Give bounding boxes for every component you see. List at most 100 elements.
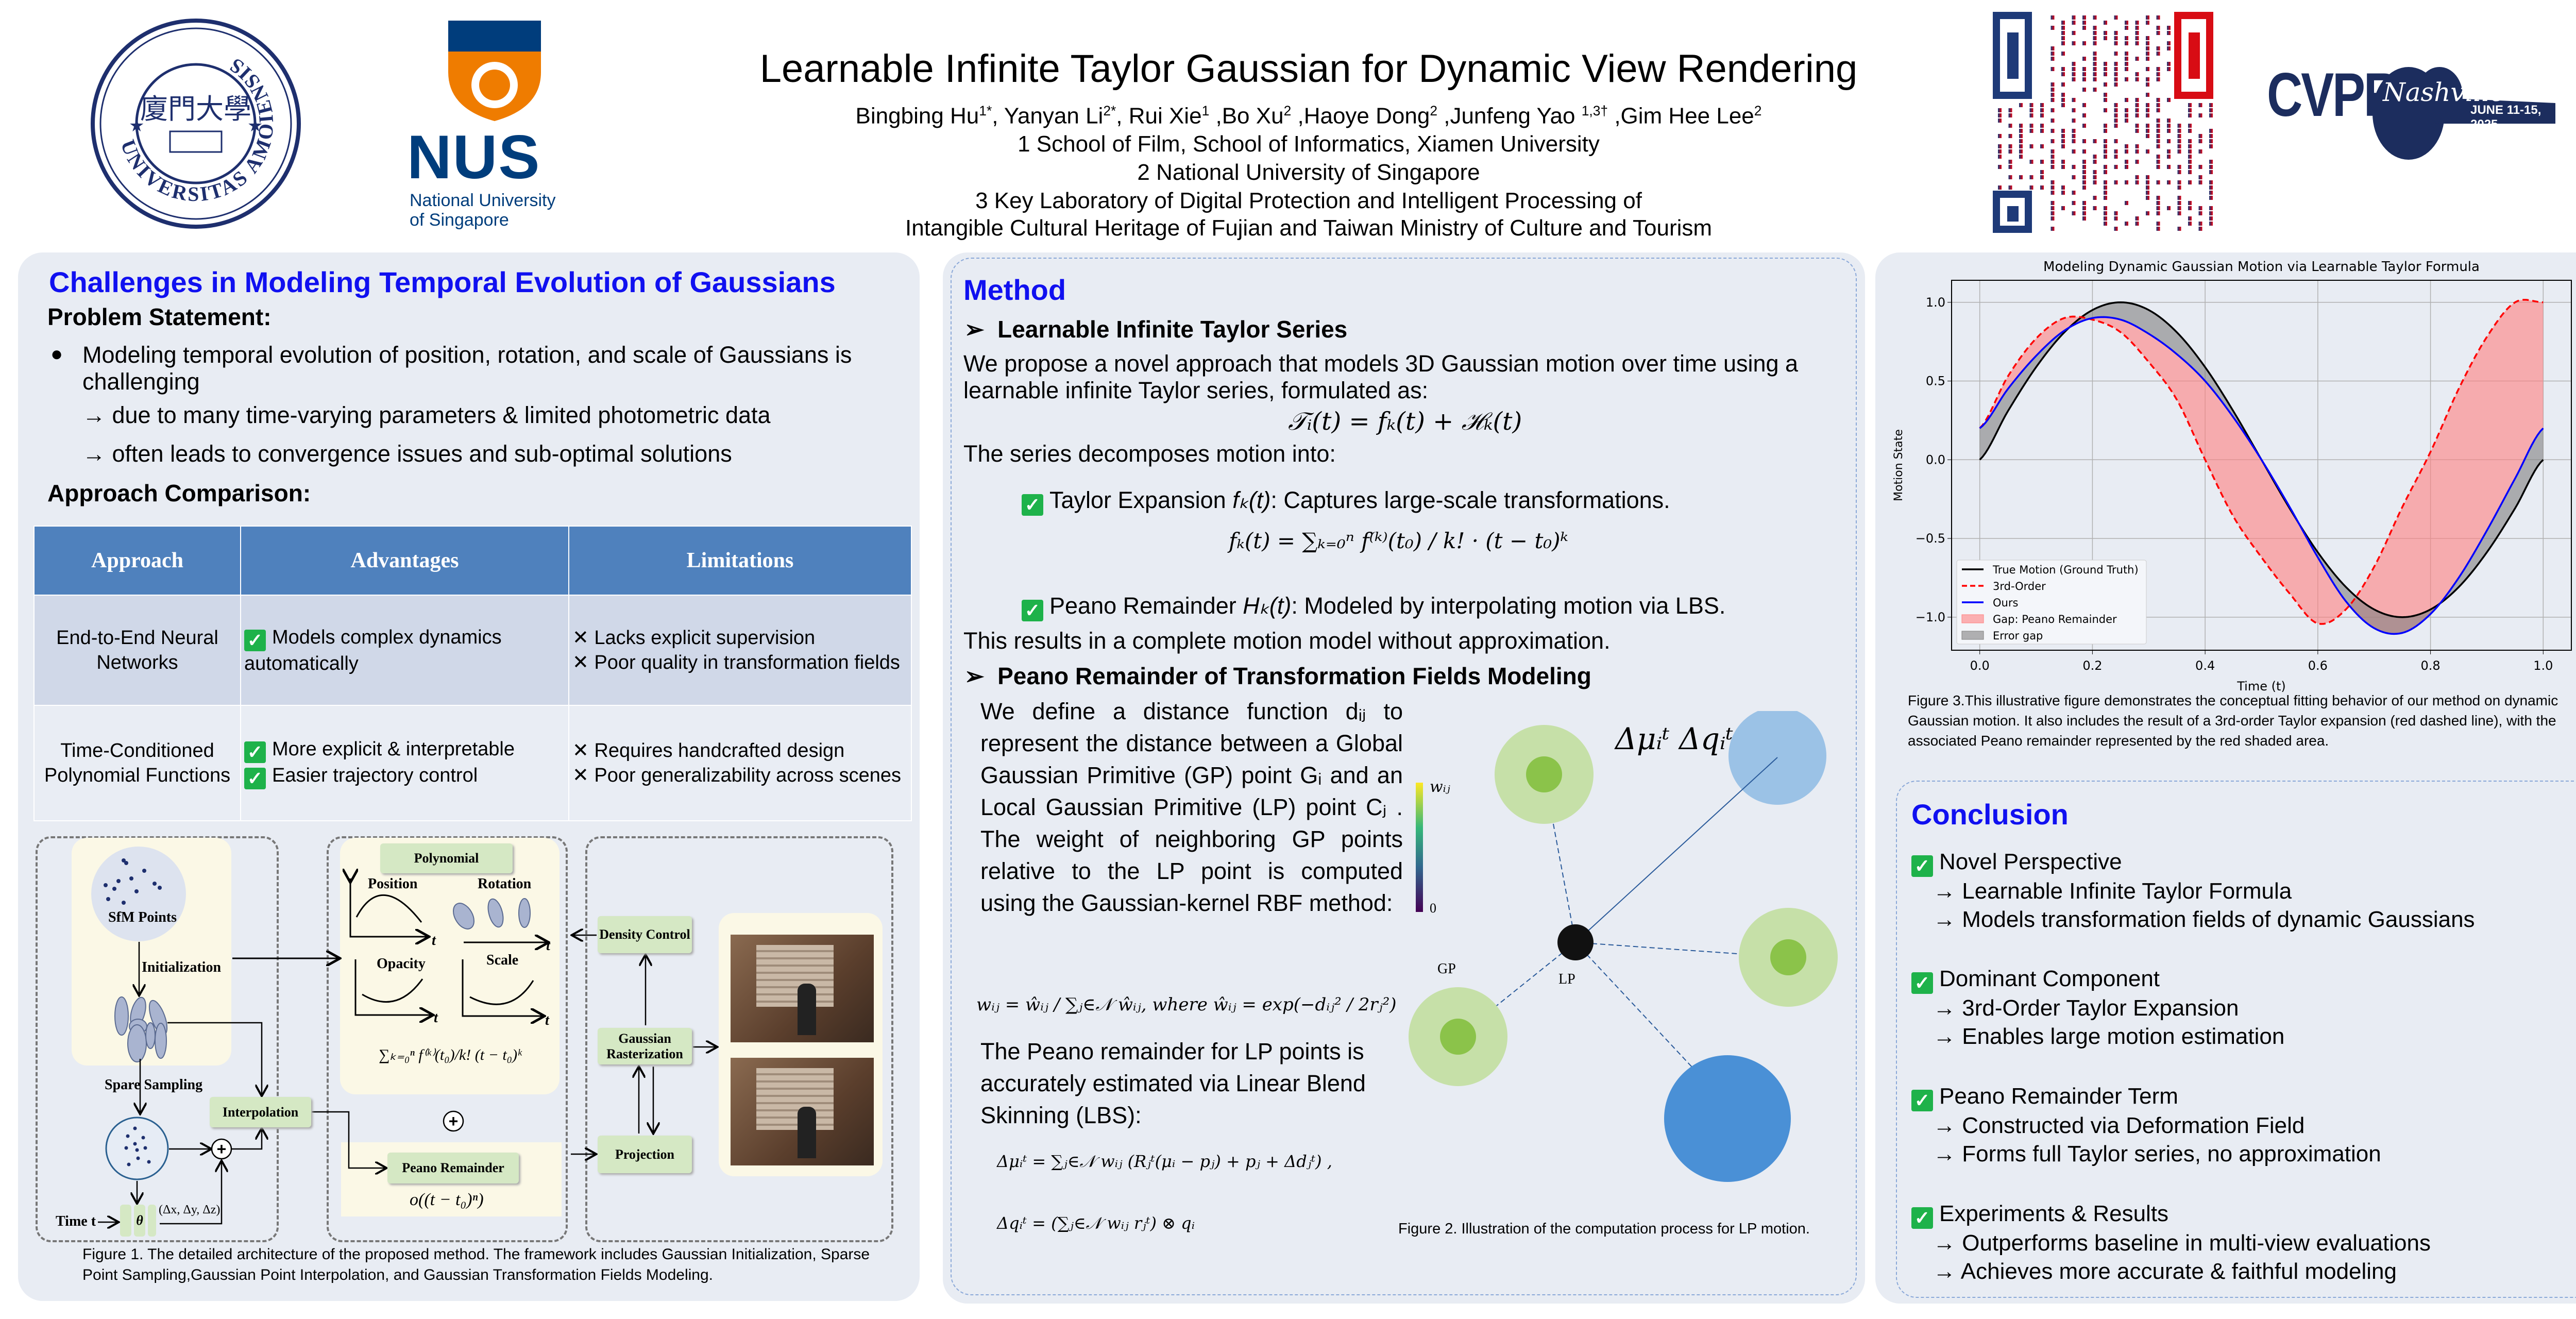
limitations-cell: ✕ Requires handcrafted design✕ Poor gene… [568,705,912,821]
author-affiliation-mark: 2 [1283,103,1292,119]
spare-sampling-label: Spare Sampling [105,1077,203,1093]
subsection-1-title: Learnable Infinite Taylor Series [997,316,1348,343]
item-text: Peano Remainder [1049,593,1243,619]
arrowhead-bullet-icon: ➢ [964,316,998,343]
affiliation-3b: Intangible Cultural Heritage of Fujian a… [905,215,1713,241]
poster-title: Learnable Infinite Taylor Gaussian for D… [759,47,1858,91]
conclusion-title-text: Experiments & Results [1939,1201,2169,1226]
header-approach: Approach [33,526,241,596]
conclusion-title-text: Dominant Component [1939,966,2160,991]
xiamen-university-logo: UNIVERSITAS AMOIENSIS 廈門大學 ★★ [91,19,301,229]
ours-line [1979,316,2544,635]
rendered-frame-image [731,1058,874,1165]
nus-shield-logo [443,15,546,124]
taylor-expansion-equation: fₖ(t) = ∑ₖ₌₀ⁿ f⁽ᵏ⁾(t₀) / k! · (t − t₀)ᵏ [1229,528,1568,553]
advantage-item: ✓Easier trajectory control [244,763,565,789]
check-icon: ✓ [1911,1207,1933,1229]
author-name: ,Haoye Dong [1291,103,1430,129]
limitation-item: ✕ Lacks explicit supervision [572,625,908,650]
figure-2-caption: Figure 2. Illustration of the computatio… [1398,1221,1810,1237]
lbs-rotation-equation: Δqᵢᵗ = (∑ⱼ∈𝒩 wᵢⱼ rⱼᵗ) ⊗ qᵢ [997,1213,1195,1233]
qr-code[interactable] [1989,8,2215,234]
x-tick-label: 0.8 [2421,658,2441,673]
svg-text:★: ★ [129,116,144,136]
cross-icon: ✕ [572,765,595,786]
gp-label: GP [1437,961,1456,977]
conclusion-point: → Learnable Infinite Taylor Formula [1933,878,2292,904]
chart-legend: True Motion (Ground Truth)3rd-OrderOursG… [1956,560,2147,645]
problem-arrow-1: → due to many time-varying parameters & … [82,402,771,428]
author-name: ,Junfeng Yao [1437,103,1582,129]
polynomial-bg [340,838,560,1094]
limitation-item: ✕ Requires handcrafted design [572,738,908,763]
peano-remainder-box: Peano Remainder [387,1153,519,1183]
limitation-item: ✕ Poor generalizability across scenes [572,763,908,788]
limitation-text: Lacks explicit supervision [594,627,816,649]
transform-stage-box [327,836,568,1242]
gp-point-inner [1770,939,1806,975]
t-axis-label: t [546,938,550,954]
y-tick-label: 0.5 [1926,374,1945,388]
check-icon: ✓ [244,741,266,763]
author-name: , Yanyan Li [992,103,1104,129]
conclusion-group: ✓Experiments & Results→ Outperforms base… [1911,1199,2431,1286]
conclusion-title-text: Novel Perspective [1939,849,2122,874]
method-heading: Method [963,274,1066,306]
conclusion-item-title: ✓ Novel Perspective [1911,848,2475,877]
conclusion-point: → 3rd-Order Taylor Expansion [1933,995,2239,1021]
complete-model-text: This results in a complete motion model … [963,628,1611,654]
author-affiliation-mark: 2 [1754,103,1762,119]
peano-remainder-fill [1979,299,2544,634]
deformed-gaussian [1664,1055,1791,1182]
interpolation-box: Interpolation [210,1097,311,1127]
cvpr-nashville: Nashville [2383,77,2505,107]
peano-formula: o((t − t₀)ⁿ) [410,1190,484,1209]
time-label: Time t [56,1213,96,1229]
check-icon: ✓ [1911,1090,1933,1111]
colorbar-top-label: wᵢⱼ [1430,778,1450,796]
check-icon: ✓ [244,629,266,651]
distance-function-text: We define a distance function dᵢⱼ to rep… [980,698,1403,916]
check-icon: ✓ [1911,855,1933,877]
t-axis-label: t [434,1010,438,1026]
approach-cell: Time-Conditioned Polynomial Functions [33,705,241,821]
taylor-equation: 𝒯ᵢ(t) = fₖ(t) + ℋₖ(t) [1288,407,1522,436]
chart-title: Modeling Dynamic Gaussian Motion via Lea… [2043,259,2480,275]
conclusion-group: ✓ Novel Perspective → Learnable Infinite T… [1911,848,2475,934]
cvpr-logo: CVPR Nashville JUNE 11-15, 2025 [2267,46,2555,160]
cross-icon: ✕ [572,652,595,673]
polynomial-box: Polynomial [380,843,513,873]
plot-frame [1951,280,2572,651]
problem-bullet: Modeling temporal evolution of position,… [82,342,852,395]
author-affiliation-mark: 1 [1201,103,1210,119]
subsection-2: ➢ Peano Remainder of Transformation Fiel… [964,662,1591,690]
author-name: ,Bo Xu [1209,103,1284,129]
subsection-2-title: Peano Remainder of Transformation Fields… [997,663,1591,689]
item-text: Taylor Expansion [1049,487,1233,513]
item-symbol: fₖ(t) [1232,487,1271,513]
nus-name-line2: of Singapore [410,210,509,230]
cross-icon: ✕ [572,627,595,649]
y-axis-label: Motion State [1892,429,1905,501]
lbs-text: The Peano remainder for LP points is acc… [980,1038,1366,1128]
advantage-text: Easier trajectory control [272,765,478,786]
render-stage-box [585,836,893,1242]
conclusion-point: → Models transformation fields of dynami… [1933,907,2475,932]
svg-text:★: ★ [247,116,263,136]
x-tick-label: 0.6 [2308,658,2328,673]
gp-point-inner [1440,1019,1476,1055]
conclusion-point: → Forms full Taylor series, no approxima… [1933,1141,2381,1166]
init-stage-box [36,836,279,1242]
theta-box: θ [134,1205,145,1237]
conclusion-heading: Conclusion [1911,798,2069,831]
author-affiliation-mark: 2 [1430,103,1437,119]
limitation-text: Poor generalizability across scenes [594,765,902,786]
delta-label: (Δx, Δy, Δz) [159,1203,221,1216]
advantage-text: Models complex dynamics automatically [244,626,502,674]
lbs-position-equation: Δμᵢᵗ = ∑ⱼ∈𝒩 wᵢⱼ (Rⱼᵗ(μᵢ − pⱼ) + pⱼ + Δdⱼ… [997,1152,1332,1171]
conclusion-point: → Enables large motion estimation [1933,1024,2285,1049]
conclusion-point: → Achieves more accurate & faithful mode… [1933,1259,2397,1284]
conclusion-item-title: ✓Dominant Component [1911,965,2284,994]
legend-swatch [1961,614,1984,623]
legend-label: 3rd-Order [1993,580,2046,593]
